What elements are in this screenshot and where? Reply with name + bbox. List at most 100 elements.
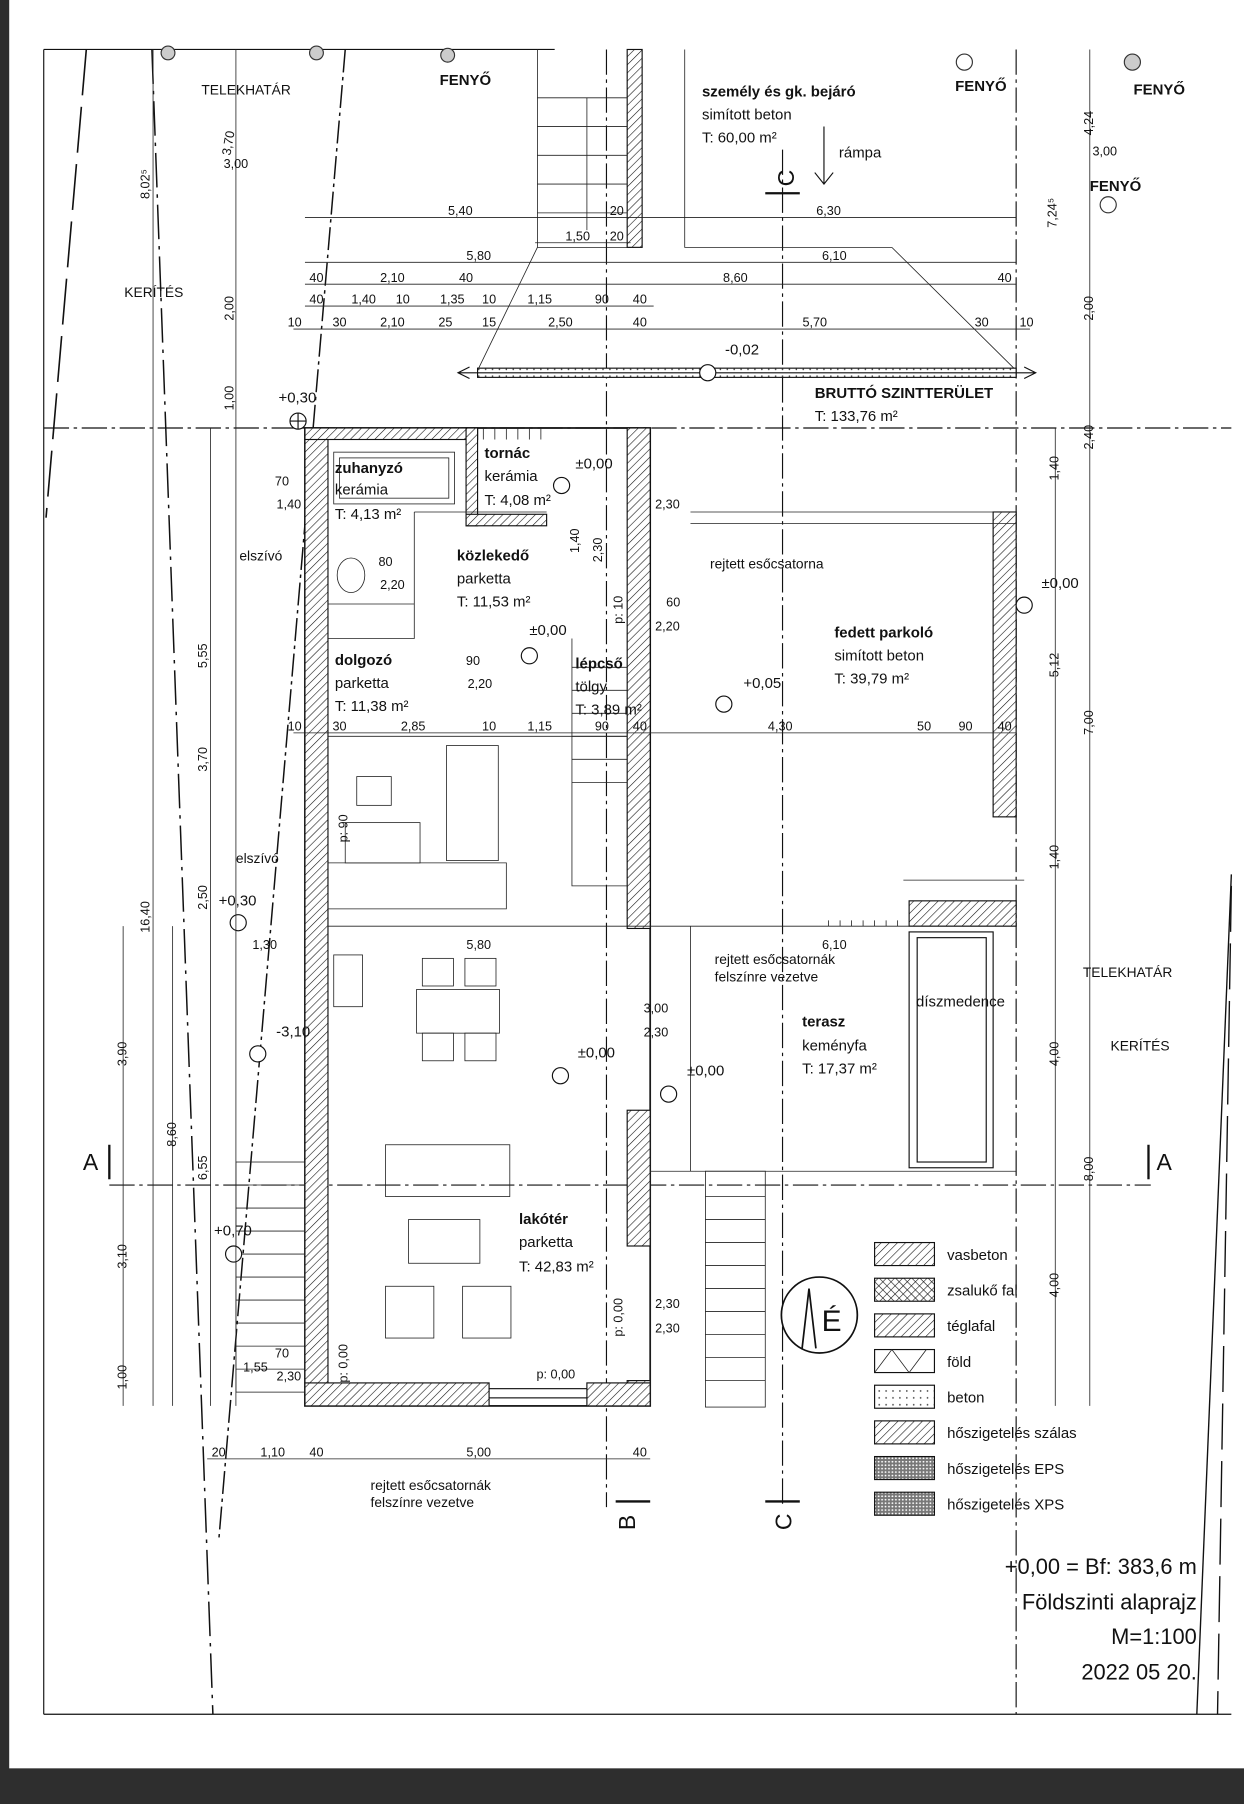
legend-label: föld — [947, 1354, 971, 1371]
level-text: ±0,00 — [575, 455, 612, 472]
legend-label: beton — [947, 1389, 984, 1406]
legend-label: hőszigetelés szálas — [947, 1425, 1077, 1442]
room-name: dolgozó — [335, 652, 392, 669]
dim: 2,20 — [380, 578, 405, 592]
dim: 2,30 — [655, 1297, 680, 1311]
dim: 20 — [610, 229, 624, 243]
dim: 2,20 — [468, 677, 493, 691]
site-labels: FENYŐ FENYŐ FENYŐ FENYŐ TELEKHATÁR KERÍT… — [124, 71, 1185, 1510]
dim: 1,40 — [277, 498, 302, 512]
gutter-note: felszínre vezetve — [371, 1495, 475, 1510]
fence-label: KERÍTÉS — [1111, 1037, 1170, 1053]
dim: 2,50 — [548, 316, 573, 330]
dimension-texts: 5,40 20 6,30 1,50 20 5,80 6,10 40 2,10 4… — [116, 111, 1117, 1460]
dim: 25 — [438, 316, 452, 330]
dim: 1,40 — [1048, 456, 1062, 481]
gross-floor-area: BRUTTÓ SZINTTERÜLET T: 133,76 m² — [815, 384, 993, 425]
room-lepcso: lépcső tölgy T: 3,89 m² — [575, 655, 641, 718]
title-block: +0,00 = Bf: 383,6 m Földszinti alaprajz … — [1005, 1554, 1197, 1685]
dim: 2,50 — [196, 885, 210, 910]
dim: 3,90 — [116, 1042, 130, 1067]
building-walls — [304, 427, 1017, 1407]
dim: 8,00 — [1082, 1157, 1096, 1182]
dim: 7,24⁵ — [1045, 198, 1059, 228]
dim: 60 — [666, 595, 680, 609]
fence-label: KERÍTÉS — [124, 284, 183, 300]
dim: 30 — [332, 720, 346, 734]
tree-label: FENYŐ — [440, 71, 491, 89]
swatch-fold — [874, 1348, 936, 1374]
room-name: zuhanyzó — [335, 460, 403, 477]
level-markers: +0,30 ±0,00 -0,02 ±0,00 +0,05 ±0,00 +0,3… — [214, 341, 1079, 1263]
room-zuhanyzo: zuhanyzó kerámia T: 4,13 m² — [335, 460, 403, 523]
dim: 1,10 — [260, 1446, 285, 1460]
dim: 50 — [917, 720, 931, 734]
dim: 1,00 — [223, 386, 237, 411]
area-finish: simított beton — [702, 107, 792, 124]
section-c-label: C — [771, 1514, 797, 1531]
dim: 5,12 — [1048, 653, 1062, 678]
drawing-date: 2022 05 20. — [1081, 1660, 1196, 1685]
dim: 8,60 — [165, 1122, 179, 1147]
level-text: +0,70 — [214, 1223, 252, 1240]
room-finish: simított beton — [834, 647, 924, 664]
dim: 90 — [958, 720, 972, 734]
legend-label: hőszigetelés EPS — [947, 1461, 1064, 1478]
dim: 10 — [288, 316, 302, 330]
dim: 10 — [1019, 316, 1033, 330]
section-a-label: A — [83, 1149, 99, 1175]
dim: 1,15 — [527, 293, 552, 307]
level-text: ±0,00 — [687, 1063, 724, 1080]
dim: 90 — [595, 293, 609, 307]
dim: 40 — [459, 271, 473, 285]
room-finish: keményfa — [802, 1037, 867, 1054]
legend-label: zsalukő fal — [947, 1282, 1018, 1299]
level-marker-icon — [224, 1245, 243, 1263]
north-label: É — [822, 1305, 842, 1338]
dim: 4,00 — [1048, 1273, 1062, 1298]
dim: 1,40 — [351, 293, 376, 307]
dim: 40 — [309, 293, 323, 307]
gross-area-value: T: 133,76 m² — [815, 408, 898, 425]
level-text: ±0,00 — [1041, 575, 1078, 592]
dim: 1,15 — [527, 720, 552, 734]
dim: 10 — [482, 293, 496, 307]
dim: 3,70 — [196, 747, 210, 772]
tree-markers — [160, 45, 1142, 214]
dim: 5,00 — [466, 1446, 491, 1460]
dim: 1,30 — [252, 938, 277, 952]
room-finish: kerámia — [335, 482, 389, 499]
room-area: T: 11,38 m² — [335, 698, 409, 715]
drawing-title: Földszinti alaprajz — [1022, 1590, 1197, 1615]
section-c-label: C — [773, 170, 799, 187]
dim: 40 — [633, 720, 647, 734]
dim: 10 — [288, 720, 302, 734]
dim: 2,00 — [223, 296, 237, 321]
dim: 2,30 — [655, 498, 680, 512]
swatch-zsaluko — [874, 1277, 936, 1302]
level-marker-icon — [1015, 596, 1033, 614]
north-arrow-icon — [780, 1276, 859, 1354]
dim: 3,10 — [116, 1244, 130, 1269]
tree-label: FENYŐ — [955, 77, 1006, 95]
section-a-label: A — [1157, 1149, 1173, 1175]
level-text: +0,05 — [743, 675, 781, 692]
dim: 5,80 — [466, 938, 491, 952]
area-size: T: 60,00 m² — [702, 130, 777, 147]
dim: 2,85 — [401, 720, 426, 734]
legend-label: vasbeton — [947, 1247, 1008, 1264]
area-bejaro: személy és gk. bejáró simított beton T: … — [702, 84, 856, 147]
dim: 5,40 — [448, 204, 473, 218]
gross-area-label: BRUTTÓ SZINTTERÜLET — [815, 384, 993, 402]
room-area: T: 11,53 m² — [457, 593, 531, 610]
level-text: +0,30 — [219, 892, 257, 909]
room-lakoter: lakótér parketta T: 42,83 m² — [519, 1211, 594, 1275]
section-b-label: B — [614, 1515, 640, 1530]
dim: p: 90 — [337, 814, 351, 842]
dim: 2,30 — [655, 1321, 680, 1335]
room-finish: kerámia — [484, 468, 538, 485]
dim: 40 — [309, 1446, 323, 1460]
swatch-eps — [874, 1455, 936, 1481]
driveway — [456, 48, 1037, 380]
swatch-szalas — [874, 1420, 936, 1445]
